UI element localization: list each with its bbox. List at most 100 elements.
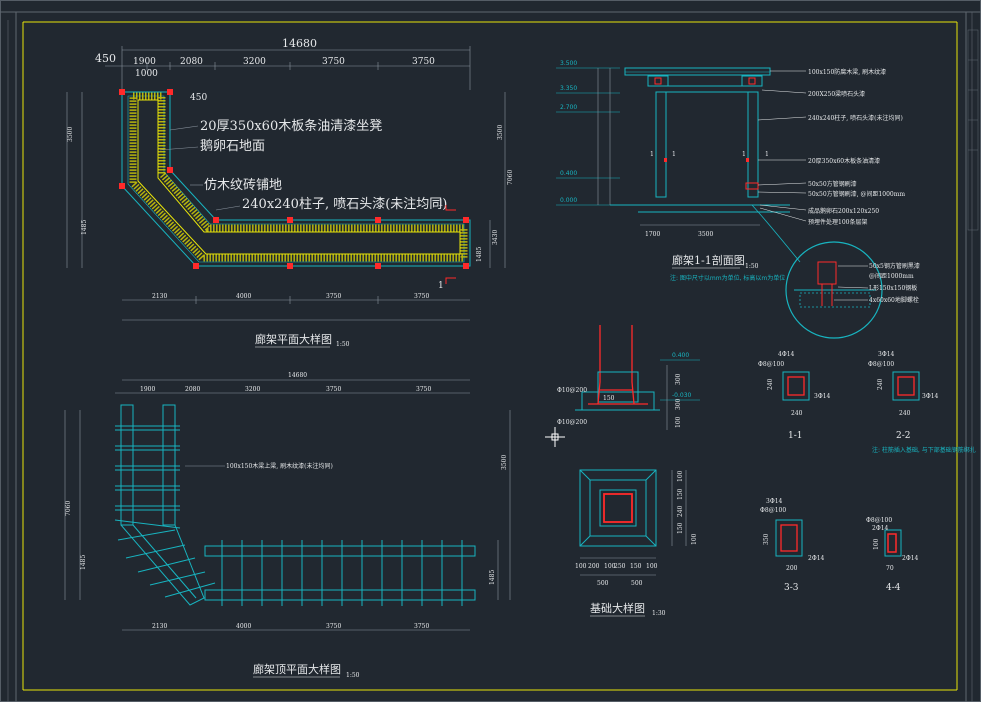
roof-overall-dim: 14680: [288, 372, 307, 379]
plan-dim-3750a: 3750: [322, 57, 345, 67]
sec3-top: 3Φ14: [766, 498, 783, 505]
plan-dim-450: 450: [95, 52, 116, 65]
sec11-scale: 1:50: [745, 263, 759, 270]
plan-bottom-dim-3: 3750: [326, 293, 341, 300]
plan-title: 廊架平面大样图: [255, 332, 332, 346]
plan-dim-450-right: 450: [190, 93, 207, 103]
fplan-dim-r4: 150: [677, 522, 684, 534]
sec11-label-1: 100x150防腐木梁, 刷木纹漆: [808, 68, 886, 76]
fsec-label-3: 150: [603, 395, 615, 402]
plan-section-mark-top: 1: [438, 199, 444, 209]
sec11-elev-2: 3.350: [560, 85, 577, 92]
fsec-dim-2: 300: [675, 398, 682, 410]
col1-left: 240: [767, 378, 774, 390]
sec11-note: 注: 图中尺寸以mm为单位, 标高以m为单位: [670, 274, 785, 282]
roof-bottom-dim-2: 4000: [236, 623, 251, 630]
detail-label-1: 50x5钢方管刷黑漆: [869, 262, 920, 270]
sec4-left: 100: [873, 538, 880, 550]
sec4-top: Φ8@100: [866, 517, 892, 524]
fplan-dim-c2: 500: [631, 580, 643, 587]
col2-note: 注: 柱筋插入基础, 与下部基础钢筋绑扎: [872, 446, 976, 454]
sec11-label-2: 200X250梁喷石头漆: [808, 90, 865, 98]
plan-drawing: 14680 450 1900 1000 2080 3200 3750 3750 …: [66, 37, 514, 348]
col1-side-left: Φ8@100: [758, 361, 784, 368]
plan-dim-2080: 2080: [180, 57, 203, 67]
plan-scale: 1:50: [336, 341, 350, 348]
fplan-dim-b4: 250: [614, 563, 626, 570]
col1-title: 1-1: [788, 431, 803, 441]
plan-right-dim-1: 7060: [507, 170, 514, 185]
plan-left-dim-1: 3500: [67, 127, 74, 142]
roof-dim-3750b: 3750: [416, 386, 431, 393]
sec11-mark-1: 1: [650, 151, 654, 158]
plan-dim-3200: 3200: [243, 57, 266, 67]
roof-right-dim-1: 3500: [501, 455, 508, 470]
roof-dim-3200: 3200: [245, 386, 260, 393]
foundation-plan-drawing: 100 200 100 250 150 100 500 500 100 150 …: [575, 469, 698, 617]
roof-right-dim-2: 1485: [489, 570, 496, 585]
fsec-label-1: Φ10@200: [557, 387, 587, 394]
title-block-strip: [967, 29, 979, 231]
col1-side-right: 3Φ14: [814, 393, 831, 400]
plan-right-dim-2: 3500: [497, 125, 504, 140]
fsec-elev-bottom: -0.030: [672, 392, 692, 399]
sec11-dim-1: 1700: [645, 231, 660, 238]
sec3-title: 3-3: [784, 583, 799, 593]
detail-label-3: L形150x150钢板: [869, 284, 917, 292]
sec11-label-6: 50x50方管钢刷漆, @间距1000mm: [808, 190, 905, 198]
sec11-elev-4: 0.400: [560, 170, 577, 177]
roof-title: 廊架顶平面大样图: [253, 662, 341, 676]
plan-label-bench: 20厚350x60木板条油清漆坐凳: [200, 118, 382, 134]
sec11-title: 廊架1-1剖面图: [672, 253, 745, 267]
plan-left-dim-2: 1485: [81, 220, 88, 235]
fplan-dim-b3: 100: [604, 563, 616, 570]
sec11-label-4: 20厚350x60木板条油清漆: [808, 157, 880, 165]
sec11-dim-2: 3500: [698, 231, 713, 238]
col2-side-left: Φ8@100: [868, 361, 894, 368]
plan-dim-3750b: 3750: [412, 57, 435, 67]
roof-dim-1900: 1900: [140, 386, 155, 393]
fplan-title: 基础大样图: [590, 601, 645, 615]
fplan-dim-r5: 100: [691, 533, 698, 545]
plan-dim-1000: 1000: [135, 69, 158, 79]
sec4-bottom: 70: [886, 565, 894, 572]
detail-label-4: 4x60x60地脚螺栓: [869, 296, 919, 304]
fplan-dim-c1: 500: [597, 580, 609, 587]
sec11-label-8: 预埋件处理100条层架: [808, 218, 867, 226]
plan-bottom-dim-2: 4000: [236, 293, 251, 300]
sec11-elev-5: 0.000: [560, 197, 577, 204]
column-section-1: 4Φ14 Φ8@100 3Φ14 240 240 1-1: [758, 351, 831, 441]
roof-bottom-dim-3: 3750: [326, 623, 341, 630]
sec11-mark-4: 1: [765, 151, 769, 158]
col2-bottom: 240: [899, 410, 911, 417]
fplan-dim-b2: 200: [588, 563, 600, 570]
section-1-1-drawing: 3.500 3.350 2.700 0.400 0.000 1700 3500 …: [556, 60, 920, 339]
sec11-elev-1: 3.500: [560, 60, 577, 67]
col2-top: 3Φ14: [878, 351, 895, 358]
sec4-side: 2Φ14: [872, 525, 889, 532]
fplan-dim-r1: 100: [677, 470, 684, 482]
sec11-label-3: 240x240柱子, 喷石头漆(未注均同): [808, 114, 903, 122]
roof-left-dim-1: 7060: [65, 501, 72, 516]
fplan-dim-r3: 240: [677, 505, 684, 517]
sec11-label-7: 成品鹅卵石200x120x250: [808, 207, 879, 215]
plan-overall-dim: 14680: [282, 37, 317, 50]
col1-top: 4Φ14: [778, 351, 795, 358]
plan-section-mark-bottom: 1: [438, 281, 444, 291]
sec3-bottom: 200: [786, 565, 798, 572]
plan-bottom-dim-4: 3750: [414, 293, 429, 300]
fsec-elev-top: 0.400: [672, 352, 689, 359]
foundation-section-drawing: 0.400 -0.030 300 300 100 Φ10@200 Φ10@200…: [557, 325, 700, 430]
beam-section-4: Φ8@100 2Φ14 100 70 2Φ14 4-4: [866, 517, 919, 593]
crosshair-cursor[interactable]: [545, 427, 565, 447]
column-section-2: 3Φ14 Φ8@100 3Φ14 240 240 2-2 注: 柱筋插入基础, …: [868, 351, 976, 454]
fplan-dim-r2: 150: [677, 488, 684, 500]
sec3-left: 350: [763, 533, 770, 545]
sec4-right: 2Φ14: [902, 555, 919, 562]
roof-bottom-dim-1: 2130: [152, 623, 167, 630]
roof-scale: 1:50: [346, 672, 360, 679]
sec11-mark-3: 1: [742, 151, 746, 158]
sec11-label-5: 50x50方管钢刷漆: [808, 180, 857, 188]
